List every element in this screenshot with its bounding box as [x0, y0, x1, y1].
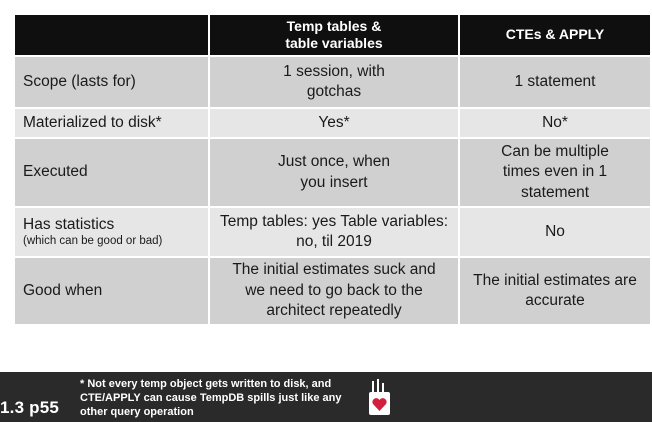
cell-cte-scope: 1 statement — [458, 55, 652, 109]
header-corner — [13, 13, 210, 57]
slide-number: 1.3 p55 — [0, 398, 60, 417]
table-row: Scope (lasts for) 1 session, with gotcha… — [13, 55, 652, 109]
header-temp-tables: Temp tables & table variables — [208, 13, 460, 57]
table-row: Good when The initial estimates suck and… — [13, 256, 652, 326]
cell-temp-materialized: Yes* — [208, 107, 460, 139]
row-label-statistics: Has statistics (which can be good or bad… — [13, 206, 210, 258]
cell-temp-statistics: Temp tables: yes Table variables: no, ti… — [208, 206, 460, 258]
cell-cte-materialized: No* — [458, 107, 652, 139]
heart-pocket-logo-icon — [369, 379, 390, 415]
table-row: Has statistics (which can be good or bad… — [13, 206, 652, 258]
footnote: * Not every temp object gets written to … — [80, 378, 342, 418]
row-label-executed: Executed — [13, 137, 210, 208]
table-row: Materialized to disk* Yes* No* — [13, 107, 652, 139]
cell-temp-executed: Just once, when you insert — [208, 137, 460, 208]
cell-temp-good-when: The initial estimates suck and we need t… — [208, 256, 460, 326]
header-ctes-apply: CTEs & APPLY — [458, 13, 652, 57]
row-label-materialized: Materialized to disk* — [13, 107, 210, 139]
comparison-table: Temp tables & table variables CTEs & APP… — [13, 13, 652, 326]
table-row: Executed Just once, when you insert Can … — [13, 137, 652, 208]
cell-cte-statistics: No — [458, 206, 652, 258]
footer-bar: 1.3 p55 * Not every temp object gets wri… — [0, 372, 652, 422]
cell-cte-good-when: The initial estimates are accurate — [458, 256, 652, 326]
row-sublabel-statistics: (which can be good or bad) — [23, 235, 163, 248]
header-row: Temp tables & table variables CTEs & APP… — [13, 13, 652, 57]
cell-temp-scope: 1 session, with gotchas — [208, 55, 460, 109]
row-label-scope: Scope (lasts for) — [13, 55, 210, 109]
cell-cte-executed: Can be multiple times even in 1 statemen… — [458, 137, 652, 208]
row-label-good-when: Good when — [13, 256, 210, 326]
